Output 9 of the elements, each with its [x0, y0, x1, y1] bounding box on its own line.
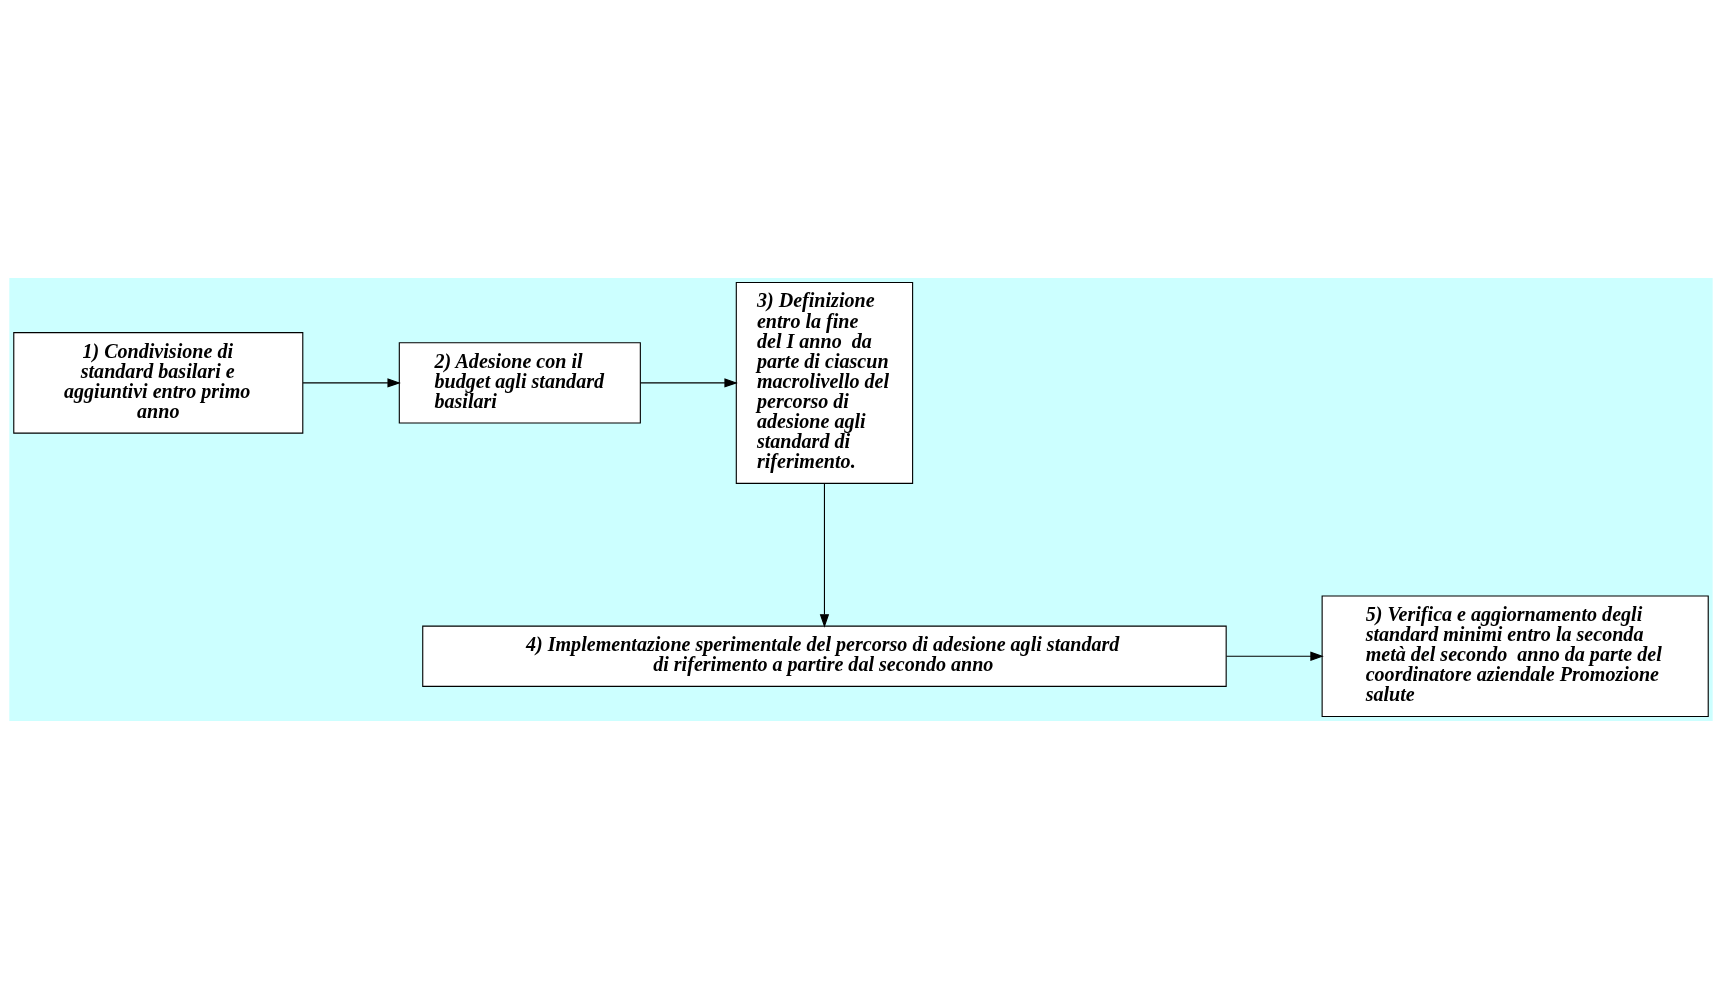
- arrow: [302, 377, 401, 388]
- node-box: 3) Definizione entro la fine del I anno da parte di ciascun macrolivello del percorso di adesione agli standard di riferimento.: [735, 281, 914, 484]
- node-box: 2) Adesione con il budget agli standard basilari: [398, 341, 641, 424]
- arrow: [819, 482, 830, 628]
- node-box: 1) Condivisione di standard basilari e aggiuntivi entro primo anno: [13, 331, 304, 434]
- node-box: 4) Implementazione sperimentale del percorso di adesione agli standard di riferimento a partire dal secondo anno: [422, 625, 1227, 687]
- arrow: [1225, 651, 1324, 661]
- arrow: [640, 377, 738, 388]
- node-box: 5) Verifica e aggiornamento degli standard minimi entro la seconda metà del secondo anno da parte del coordinatore aziendale Promozione salute: [1321, 594, 1709, 717]
